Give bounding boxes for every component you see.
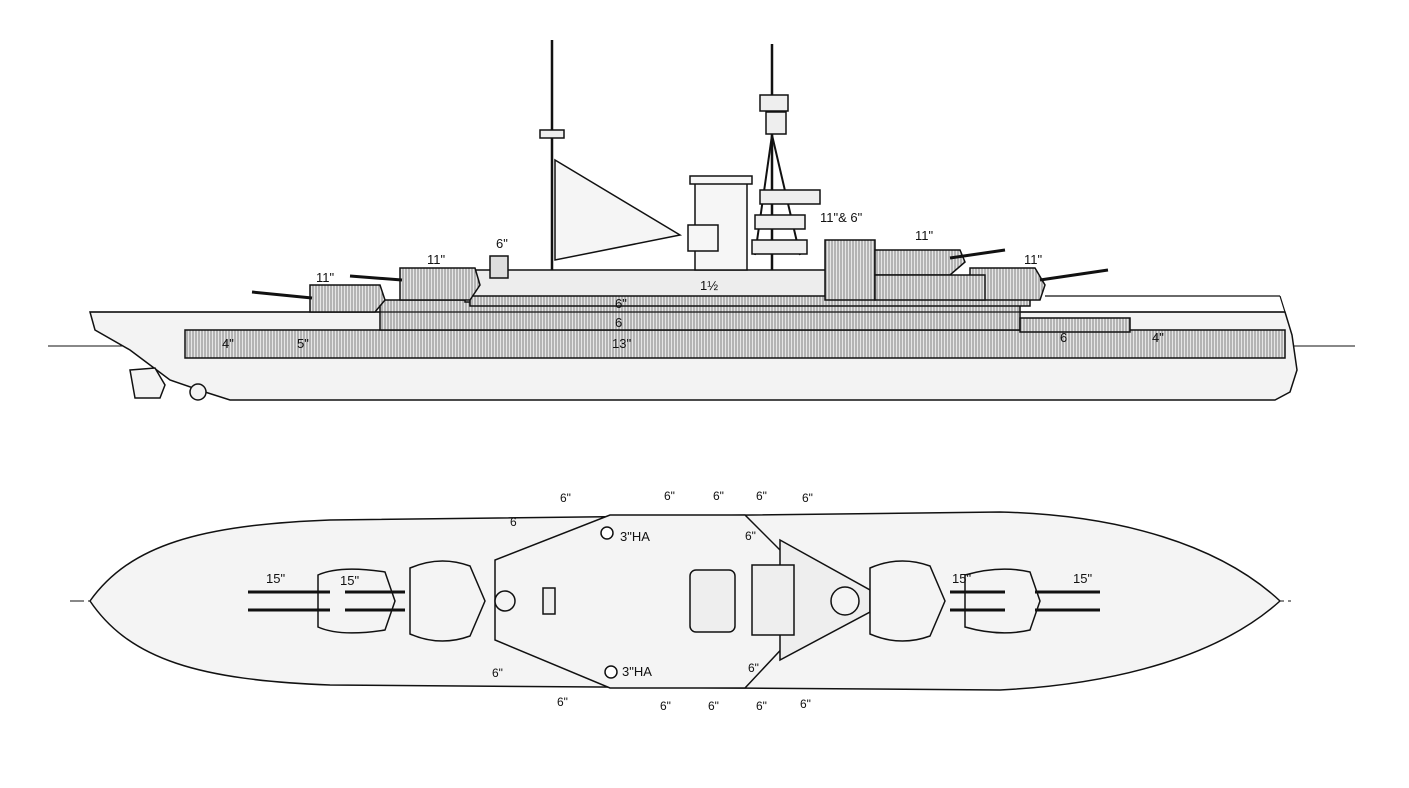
rudder: [129, 367, 166, 399]
gun-barrel: [251, 290, 313, 300]
turret-x: [874, 249, 966, 276]
gun-6in-label: 6": [492, 666, 503, 680]
turret-a-plan: [317, 568, 396, 634]
turret-x-plan: [869, 560, 946, 642]
gun-6in-label: 6": [708, 699, 719, 713]
turret-11in-label: 11": [915, 228, 933, 243]
ha-gun: [604, 665, 618, 679]
turret-b: [399, 267, 481, 301]
searchlight-platform: [687, 224, 719, 252]
armour-belt: [184, 329, 1286, 359]
gun-6in-label: 6": [756, 489, 767, 503]
gun-15in-label: 15": [952, 571, 971, 586]
gun-6in-label: 6": [800, 697, 811, 711]
funnel-plan: [689, 569, 736, 633]
armour-4in-aft-label: 4": [1152, 330, 1164, 345]
ha-gun-label: 3"HA: [622, 664, 652, 679]
gun-6in-label: 6: [510, 515, 517, 529]
ha-gun: [600, 526, 614, 540]
gun-barrels: [248, 590, 1100, 612]
barbette: [494, 590, 516, 612]
gun-6in-label: 6": [660, 699, 671, 713]
armour-4in-fwd-label: 4": [222, 336, 234, 351]
turret-a: [309, 284, 386, 313]
armour-6in-aft-label: 6: [1060, 330, 1067, 345]
propeller: [189, 383, 207, 401]
armour-6in-upper-label: 6": [615, 296, 627, 311]
casemate-deck: [469, 295, 1031, 307]
gun-6in-label: 6": [664, 489, 675, 503]
armour-6in-mid-label: 6: [615, 315, 622, 330]
ha-gun-label: 3"HA: [620, 529, 650, 544]
conning-tower: [489, 255, 509, 279]
profile-view: 4" 5" 13" 6" 6 6 4" 11" 11" 6" 1½ 11"& 6…: [48, 40, 1355, 401]
spotting-top: [759, 94, 789, 112]
one-half-label: 1½: [700, 278, 718, 293]
gun-15in-label: 15": [340, 573, 359, 588]
gun-6in-label: 6": [748, 661, 759, 675]
plan-view: 15" 15" 15" 15" 6" 6 6" 6" 6" 6" 6" 3"HA…: [70, 489, 1295, 713]
gun-6in-label: 6": [756, 699, 767, 713]
turret-b-plan: [409, 560, 486, 642]
superstructure-plan: [494, 514, 791, 689]
aft-superstructure: [824, 239, 876, 301]
armour-13in-label: 13": [612, 336, 631, 351]
gun-6in-label: 6": [802, 491, 813, 505]
turret-11in-6in-label: 11"& 6": [820, 210, 863, 225]
turret-11in-label: 11": [427, 252, 445, 267]
gun-15in-label: 15": [1073, 571, 1092, 586]
turret-y-plan: [964, 568, 1041, 634]
turret-11in-label: 11": [316, 270, 334, 285]
armour-5in-label: 5": [297, 336, 309, 351]
aft-belt: [1019, 317, 1131, 333]
turret-11in-label: 11": [1024, 252, 1042, 267]
gun-6in-label: 6": [713, 489, 724, 503]
gun-15in-label: 15": [266, 571, 285, 586]
gun-6in-label: 6": [560, 491, 571, 505]
gun-6in-label: 6": [557, 695, 568, 709]
gun-6in-label: 6": [496, 236, 508, 251]
gun-6in-label: 6": [745, 529, 756, 543]
derrick: [554, 158, 683, 261]
